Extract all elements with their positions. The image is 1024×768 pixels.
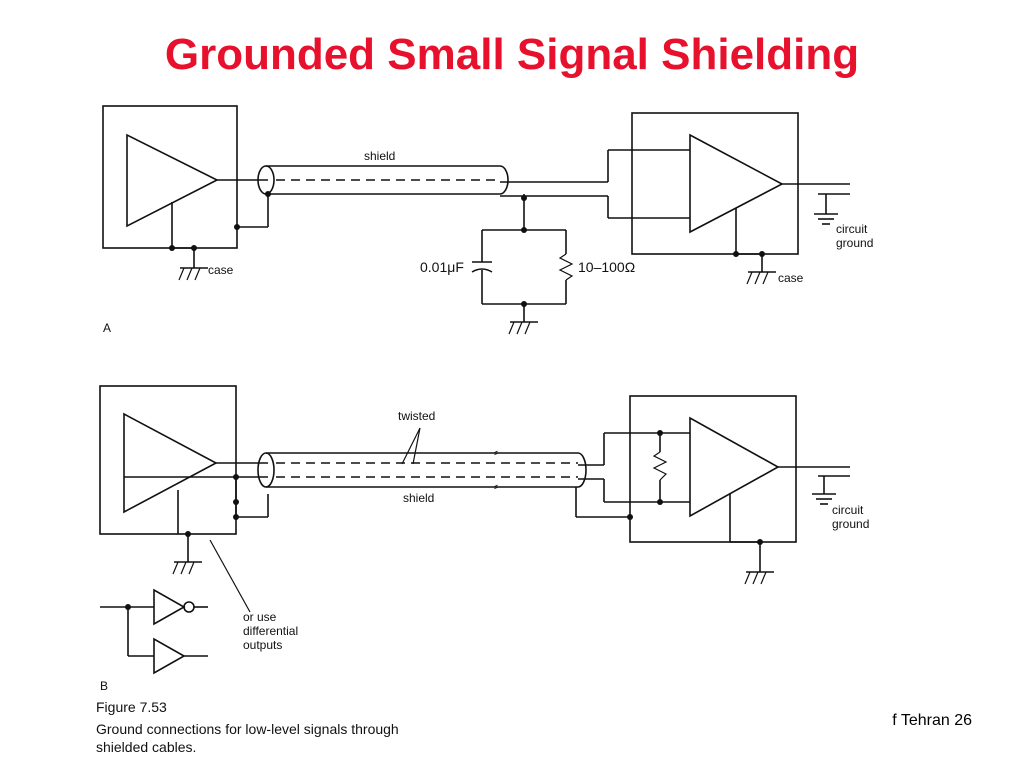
- diagram-a-label: A: [103, 321, 111, 335]
- right-case-box-a: [631, 112, 799, 255]
- inverting-buffer: [153, 588, 186, 626]
- termination-resistor-b: [652, 451, 668, 481]
- figure-number: Figure 7.53: [96, 699, 167, 715]
- diagram-b-label: B: [100, 679, 108, 693]
- ground-symbol-case-right-a: [746, 271, 776, 285]
- ground-symbol-right-b: [744, 571, 774, 585]
- slide-footer: f Tehran 26: [892, 712, 972, 729]
- resistor-symbol-a: [558, 253, 574, 281]
- case-label-left-a: case: [208, 263, 234, 277]
- slide-title: Grounded Small Signal Shielding: [164, 30, 860, 79]
- left-amplifier-b: [123, 412, 218, 514]
- circuit-ground-label-b-line2: ground: [832, 517, 869, 531]
- non-inverting-buffer: [153, 637, 186, 675]
- diagram-a: case shield: [102, 105, 873, 335]
- case-label-right-a: case: [778, 271, 804, 285]
- shield-label-a: shield: [364, 149, 395, 163]
- circuit-ground-label-a-line1: circuit: [836, 222, 868, 236]
- circuit-ground-label-b-line1: circuit: [832, 503, 864, 517]
- figure-caption-line1: Ground connections for low-level signals…: [96, 721, 399, 737]
- differential-note-line3: outputs: [243, 638, 282, 652]
- differential-note-line1: or use: [243, 610, 277, 624]
- differential-note-line2: differential: [243, 624, 298, 638]
- twisted-shielded-cable-b: ⸗ ⸗: [257, 445, 587, 493]
- diagram-b: ⸗ ⸗ twisted shield: [99, 385, 869, 693]
- resistor-label: 10–100Ω: [578, 259, 635, 275]
- circuit-ground-symbol-a: [814, 213, 838, 225]
- left-case-box-b: [99, 385, 237, 535]
- ground-symbol-rc-a: [508, 321, 538, 335]
- svg-text:⸗: ⸗: [494, 479, 498, 493]
- capacitor-label: 0.01μF: [420, 259, 464, 275]
- right-amplifier-b: [689, 416, 780, 518]
- figure-caption-line2: shielded cables.: [96, 739, 196, 755]
- right-case-box-b: [629, 395, 797, 543]
- left-case-box-a: [102, 105, 238, 249]
- ground-symbol-left-b: [172, 561, 202, 575]
- shielded-cable-a: [257, 165, 509, 195]
- shield-label-b: shield: [403, 491, 434, 505]
- circuit-ground-symbol-b: [812, 493, 836, 505]
- ground-symbol-case-left-a: [178, 267, 208, 281]
- svg-text:⸗: ⸗: [494, 445, 498, 459]
- twisted-label: twisted: [398, 409, 435, 423]
- circuit-ground-label-a-line2: ground: [836, 236, 873, 250]
